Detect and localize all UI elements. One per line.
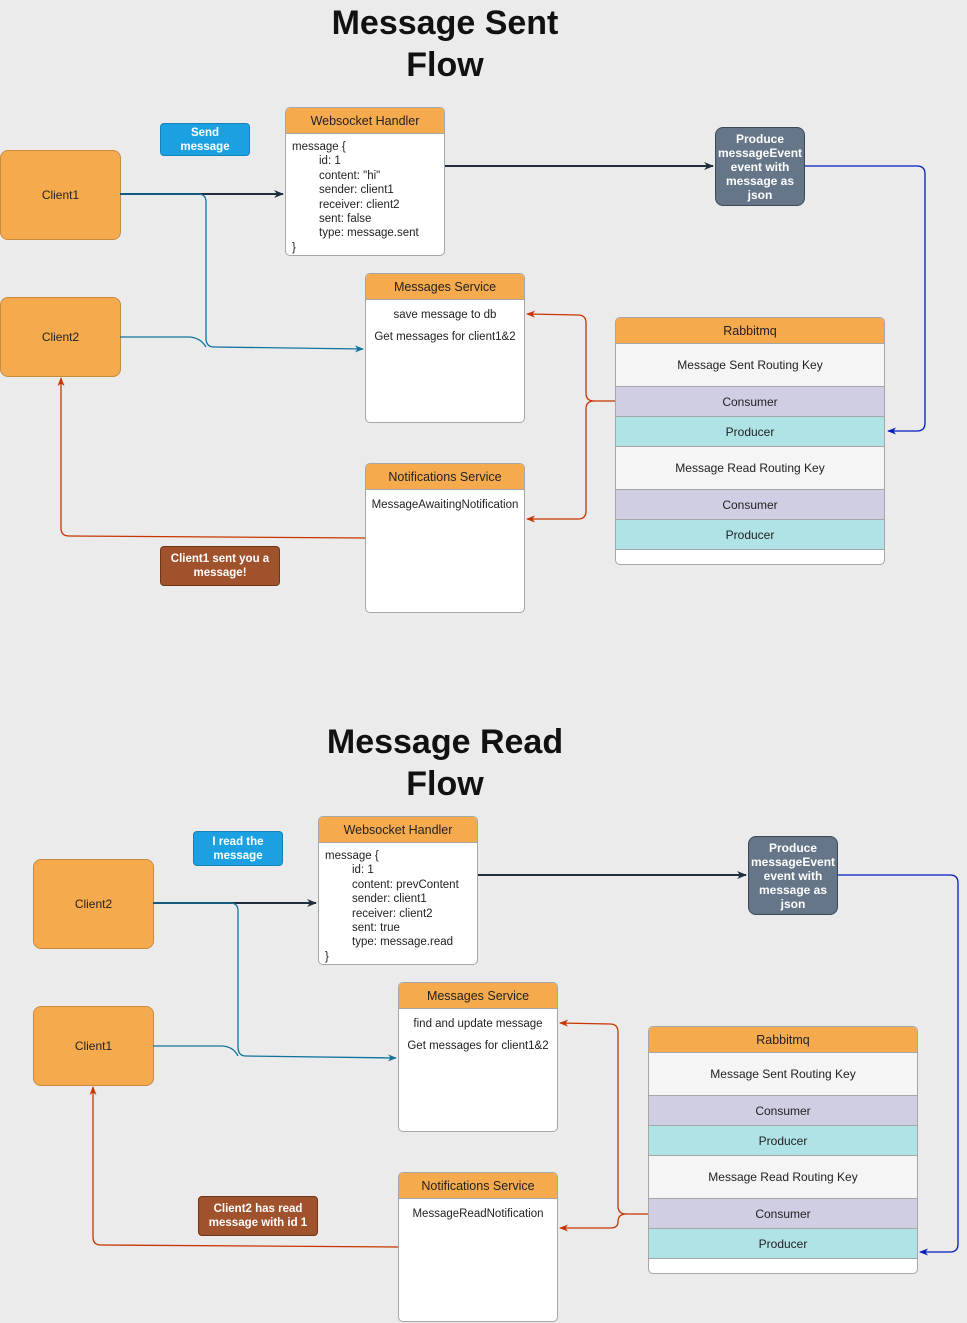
read-client2-box[interactable]: Client2 (33, 859, 154, 949)
service-action: MessageReadNotification (412, 1208, 544, 1220)
service-action: save message to db (393, 309, 497, 321)
message-payload: message { id: 1 content: "hi" sender: cl… (286, 134, 444, 255)
routing-key-row: Message Sent Routing Key (649, 1053, 917, 1096)
consumer-row: Consumer (649, 1096, 917, 1126)
arrow-consumer-to-notifications-service (559, 1213, 627, 1232)
box-body: save message to db Get messages for clie… (366, 308, 524, 352)
box-body: MessageAwaitingNotification (366, 498, 524, 520)
read-flow-title: Message Read Flow (300, 721, 590, 805)
sent-client1-box[interactable]: Client1 (0, 150, 121, 240)
service-action: Get messages for client1&2 (374, 331, 516, 343)
payload-field: sender: client1 (352, 893, 427, 906)
box-header: Notifications Service (399, 1173, 557, 1199)
consumer-row: Consumer (616, 387, 884, 417)
service-action: Get messages for client1&2 (407, 1040, 549, 1052)
payload-open: message { (292, 141, 346, 153)
sent-flow-title-line1: Message Sent (331, 4, 559, 42)
payload-field: content: "hi" (319, 169, 381, 182)
message-payload: message { id: 1 content: prevContent sen… (319, 843, 477, 964)
producer-row: Producer (616, 417, 884, 447)
read-client1-box[interactable]: Client1 (33, 1006, 154, 1086)
payload-field: sender: client1 (319, 184, 394, 197)
sent-websocket-handler[interactable]: Websocket Handler message { id: 1 conten… (285, 107, 445, 256)
payload-close: } (292, 241, 296, 254)
arrow-consumer-to-notifications-service (526, 400, 595, 523)
sent-client2-box[interactable]: Client2 (0, 297, 121, 377)
payload-field: receiver: client2 (319, 198, 400, 211)
sent-messages-service[interactable]: Messages Service save message to db Get … (365, 273, 525, 423)
sent-flow-title: Message Sent Flow (300, 2, 590, 86)
arrow-consumer-to-messages-service (559, 1019, 648, 1215)
box-header: Rabbitmq (616, 318, 884, 344)
payload-open: message { (325, 850, 379, 862)
service-action: MessageAwaitingNotification (371, 499, 519, 511)
read-websocket-handler[interactable]: Websocket Handler message { id: 1 conten… (318, 816, 478, 965)
payload-close: } (325, 950, 329, 963)
read-message-tag: I read the message (193, 831, 283, 866)
client-label: Client2 (41, 330, 80, 344)
payload-field: receiver: client2 (352, 907, 433, 920)
box-header: Websocket Handler (319, 817, 477, 843)
routing-key-row: Message Sent Routing Key (616, 344, 884, 387)
sent-rabbitmq[interactable]: Rabbitmq Message Sent Routing Key Consum… (615, 317, 885, 565)
sent-notification-tag: Client1 sent you a message! (160, 546, 280, 586)
arrow-notifications-to-client2 (57, 377, 366, 539)
box-header: Rabbitmq (649, 1027, 917, 1053)
payload-field: sent: true (352, 922, 400, 935)
box-header: Websocket Handler (286, 108, 444, 134)
sent-produce-event-node[interactable]: Produce messageEvent event with message … (715, 127, 805, 206)
arrow-client2-to-messages-service (120, 336, 207, 348)
box-body: MessageReadNotification (399, 1207, 557, 1229)
read-notification-tag: Client2 has read message with id 1 (198, 1196, 318, 1236)
consumer-row: Consumer (616, 490, 884, 520)
sent-flow-title-line2: Flow (406, 46, 484, 84)
box-body: find and update message Get messages for… (399, 1017, 557, 1061)
payload-field: id: 1 (352, 864, 374, 877)
producer-row: Producer (649, 1229, 917, 1259)
client-label: Client1 (41, 188, 80, 202)
routing-key-row: Message Read Routing Key (649, 1156, 917, 1199)
send-message-tag: Send message (160, 123, 250, 156)
producer-row: Producer (649, 1126, 917, 1156)
arrow-consumer-to-messages-service (526, 310, 615, 402)
client-label: Client2 (74, 897, 113, 911)
sent-notifications-service[interactable]: Notifications Service MessageAwaitingNot… (365, 463, 525, 613)
payload-field: type: message.read (352, 936, 454, 949)
payload-field: content: prevContent (352, 878, 459, 891)
payload-field: type: message.sent (319, 227, 419, 240)
producer-row: Producer (616, 520, 884, 550)
arrow-client1-to-messages-service (153, 1045, 239, 1057)
service-action: find and update message (413, 1018, 543, 1030)
box-header: Messages Service (399, 983, 557, 1009)
read-flow-title-line2: Flow (406, 765, 484, 803)
read-produce-event-node[interactable]: Produce messageEvent event with message … (748, 836, 838, 915)
payload-field: id: 1 (319, 155, 341, 168)
client-label: Client1 (74, 1039, 113, 1053)
routing-key-row: Message Read Routing Key (616, 447, 884, 490)
read-notifications-service[interactable]: Notifications Service MessageReadNotific… (398, 1172, 558, 1322)
read-flow-title-line1: Message Read (326, 723, 564, 761)
box-header: Notifications Service (366, 464, 524, 490)
consumer-row: Consumer (649, 1199, 917, 1229)
read-messages-service[interactable]: Messages Service find and update message… (398, 982, 558, 1132)
payload-field: sent: false (319, 213, 372, 226)
read-rabbitmq[interactable]: Rabbitmq Message Sent Routing Key Consum… (648, 1026, 918, 1274)
box-header: Messages Service (366, 274, 524, 300)
